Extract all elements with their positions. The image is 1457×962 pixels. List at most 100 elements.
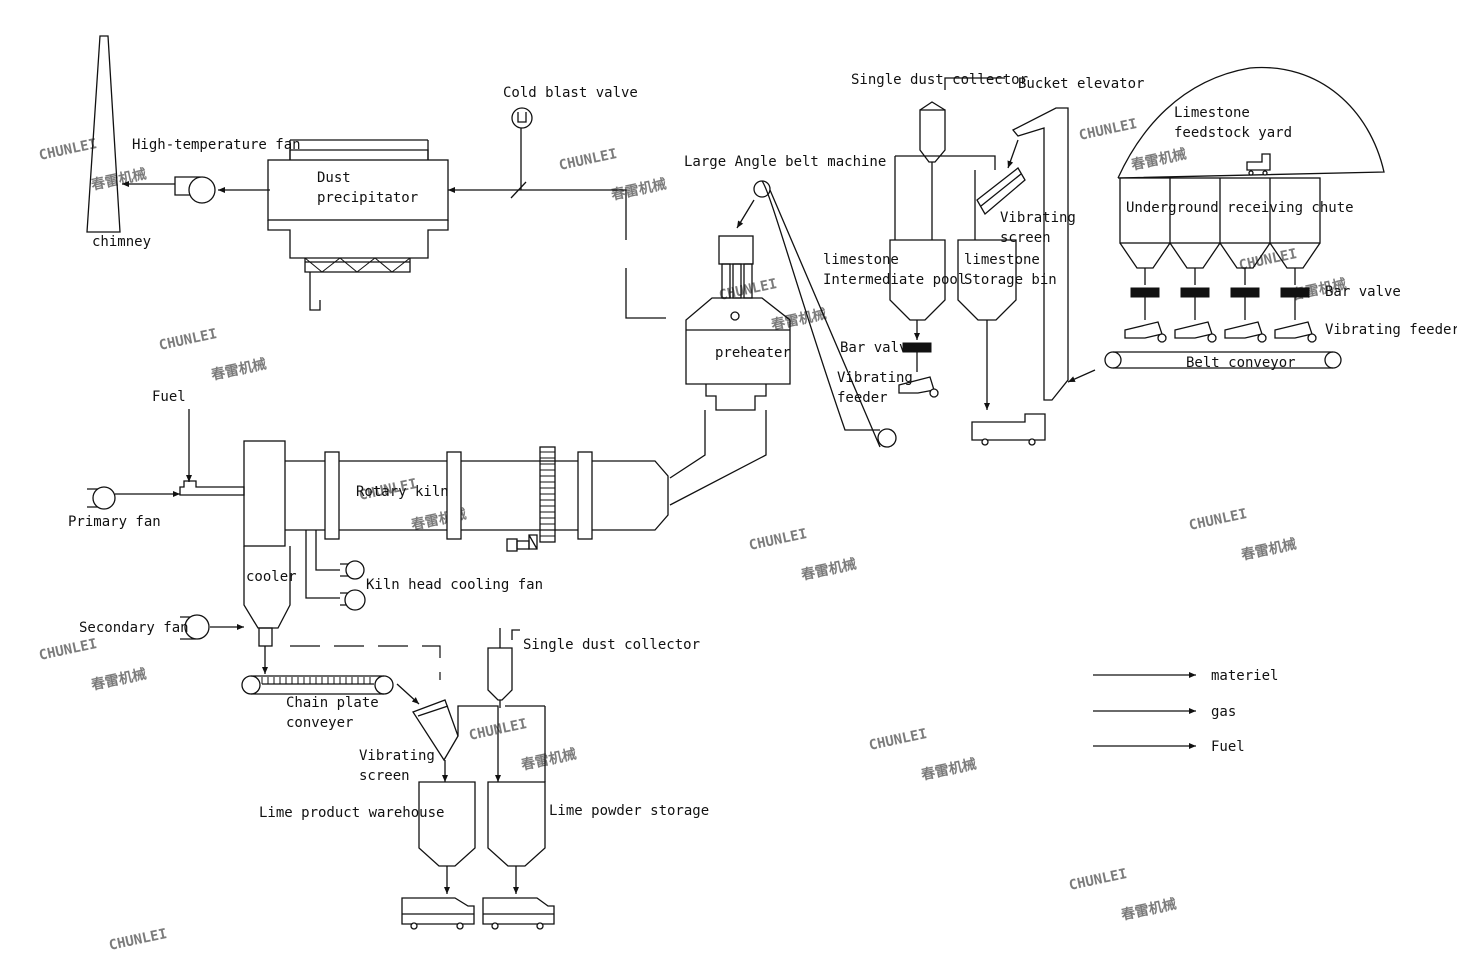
bucket-elevator: Bucket elevator (1011, 76, 1144, 401)
limestone-bin-label-2: Storage bin (964, 272, 1057, 288)
secondary-fan: Secondary fan (79, 614, 244, 640)
limestone-yard-label-1: Limestone (1174, 105, 1250, 121)
watermark-brand-cn: 春雷机械 (519, 745, 578, 773)
watermark-brand-cn: 春雷机械 (89, 665, 148, 693)
legend-materiel-label: materiel (1211, 668, 1278, 684)
cold-blast-valve-damper (510, 181, 527, 199)
fuel-label: Fuel (152, 389, 186, 405)
single-dust-collector-bottom: Single dust collector (487, 628, 700, 782)
limestone-pool-label-2: Intermediate pool (823, 272, 966, 288)
watermark-brand-cn: 春雷机械 (1239, 535, 1298, 563)
kiln-head: cooler (243, 440, 297, 647)
primary-fan: Primary fan (68, 486, 180, 530)
watermark-brand-cn: 春雷机械 (209, 355, 268, 383)
conveyor-to-screen-arrow (396, 683, 420, 705)
vibrating-screen-bottom-label-1: Vibrating (359, 748, 435, 764)
underground-receiving-chute: Underground receiving chute (1119, 177, 1354, 269)
watermark-brand: CHUNLEI (1078, 116, 1139, 144)
cooler-label: cooler (246, 569, 297, 585)
watermark-brand: CHUNLEI (748, 526, 809, 554)
bar-valve-mid: Bar valve (840, 340, 932, 372)
belt-conveyor-label: Belt conveyor (1186, 355, 1296, 371)
dust-precipitator: Dust precipitator (267, 139, 449, 311)
watermark-brand-cn: 春雷机械 (799, 555, 858, 583)
limestone-storage-bin: limestone Storage bin (957, 239, 1057, 410)
single-dust-collector-top: Single dust collector (851, 72, 1028, 240)
gas-duct-preheater (625, 268, 666, 319)
lime-product-warehouse: Lime product warehouse (259, 781, 476, 894)
watermark-brand: CHUNLEI (718, 276, 779, 304)
limestone-yard-label-2: feedstock yard (1174, 125, 1292, 141)
primary-fan-label: Primary fan (68, 514, 161, 530)
vibrating-screen-top-label-1: Vibrating (1000, 210, 1076, 226)
bar-valve-right-label: Bar valve (1325, 284, 1401, 300)
single-dust-collector-top-label: Single dust collector (851, 72, 1028, 88)
legend: materiel gas Fuel (1093, 668, 1278, 755)
cold-blast-valve: Cold blast valve (503, 85, 638, 129)
legend-materiel: materiel (1093, 668, 1278, 684)
legend-gas: gas (1093, 704, 1236, 720)
single-dust-collector-bottom-label: Single dust collector (523, 637, 700, 653)
lime-powder-storage-label: Lime powder storage (549, 803, 709, 819)
watermark-brand: CHUNLEI (38, 136, 99, 164)
watermark-brand-cn: 春雷机械 (1119, 895, 1178, 923)
large-angle-belt-machine: Large Angle belt machine (684, 154, 897, 448)
cold-blast-valve-label: Cold blast valve (503, 85, 638, 101)
watermark-brand: CHUNLEI (108, 926, 169, 954)
chain-plate-label-2: conveyer (286, 715, 353, 731)
limestone-feedstock-yard: Limestone feedstock yard (1117, 66, 1385, 179)
underground-chute-label: Underground receiving chute (1126, 200, 1354, 216)
vibrating-screen-top: Vibrating screen (974, 139, 1076, 246)
chain-plate-label-1: Chain plate (286, 695, 379, 711)
fuel-inlet: Fuel (152, 389, 245, 496)
watermark-brand: CHUNLEI (38, 636, 99, 664)
vibrating-screen-bottom: Vibrating screen (359, 699, 459, 784)
preheater-label: preheater (715, 345, 791, 361)
cooler-dust-duct (290, 645, 441, 680)
rotary-kiln: Rotary kiln (285, 446, 669, 552)
lime-product-warehouse-label: Lime product warehouse (259, 805, 444, 821)
secondary-fan-label: Secondary fan (79, 620, 189, 636)
vibrating-feeder-right-label: Vibrating feeder (1325, 322, 1457, 338)
lime-powder-storage: Lime powder storage (487, 781, 709, 894)
limestone-intermediate-pool: limestone Intermediate pool (823, 239, 966, 340)
watermark-brand: CHUNLEI (1068, 866, 1129, 894)
preheater: preheater (685, 235, 791, 411)
watermark-brand: CHUNLEI (1188, 506, 1249, 534)
limestone-bin-label-1: limestone (964, 252, 1040, 268)
vibrating-feeder-mid: Vibrating feeder (837, 370, 939, 406)
vibrating-screen-top-label-2: screen (1000, 230, 1051, 246)
limestone-pool-label-1: limestone (823, 252, 899, 268)
watermark-brand-cn: 春雷机械 (1129, 145, 1188, 173)
chute-outlets: Bar valve (1130, 268, 1401, 320)
high-temperature-fan: High-temperature fan (132, 137, 301, 204)
truck-warehouse (401, 897, 475, 930)
vibrating-feeder-mid-label-2: feeder (837, 390, 888, 406)
watermark-brand-cn: 春雷机械 (89, 165, 148, 193)
watermark-brand: CHUNLEI (558, 146, 619, 174)
truck-powder (482, 897, 555, 930)
legend-fuel: Fuel (1093, 739, 1245, 755)
bucket-elevator-label: Bucket elevator (1018, 76, 1144, 92)
truck-limestone (971, 413, 1046, 446)
dust-precipitator-label-2: precipitator (317, 190, 418, 206)
gas-duct-to-precipitator (448, 187, 627, 240)
kiln-head-cooling-fan-label: Kiln head cooling fan (366, 577, 543, 593)
watermark-brand: CHUNLEI (158, 326, 219, 354)
preheater-kiln-duct (669, 410, 767, 506)
kiln-head-cooling-fan: Kiln head cooling fan (305, 530, 543, 611)
chimney: chimney (86, 35, 151, 250)
chimney-label: chimney (92, 234, 151, 250)
rotary-kiln-label: Rotary kiln (356, 484, 449, 500)
belt-conveyor: Belt conveyor (1104, 351, 1342, 371)
dust-precipitator-label-1: Dust (317, 170, 351, 186)
vibrating-feeders-right: Vibrating feeder (1124, 321, 1457, 343)
screen-to-powder-storage (457, 705, 501, 782)
bar-valve-mid-label: Bar valve (840, 340, 916, 356)
large-angle-belt-label: Large Angle belt machine (684, 154, 886, 170)
vibrating-screen-bottom-label-2: screen (359, 768, 410, 784)
high-temperature-fan-label: High-temperature fan (132, 137, 301, 153)
legend-gas-label: gas (1211, 704, 1236, 720)
